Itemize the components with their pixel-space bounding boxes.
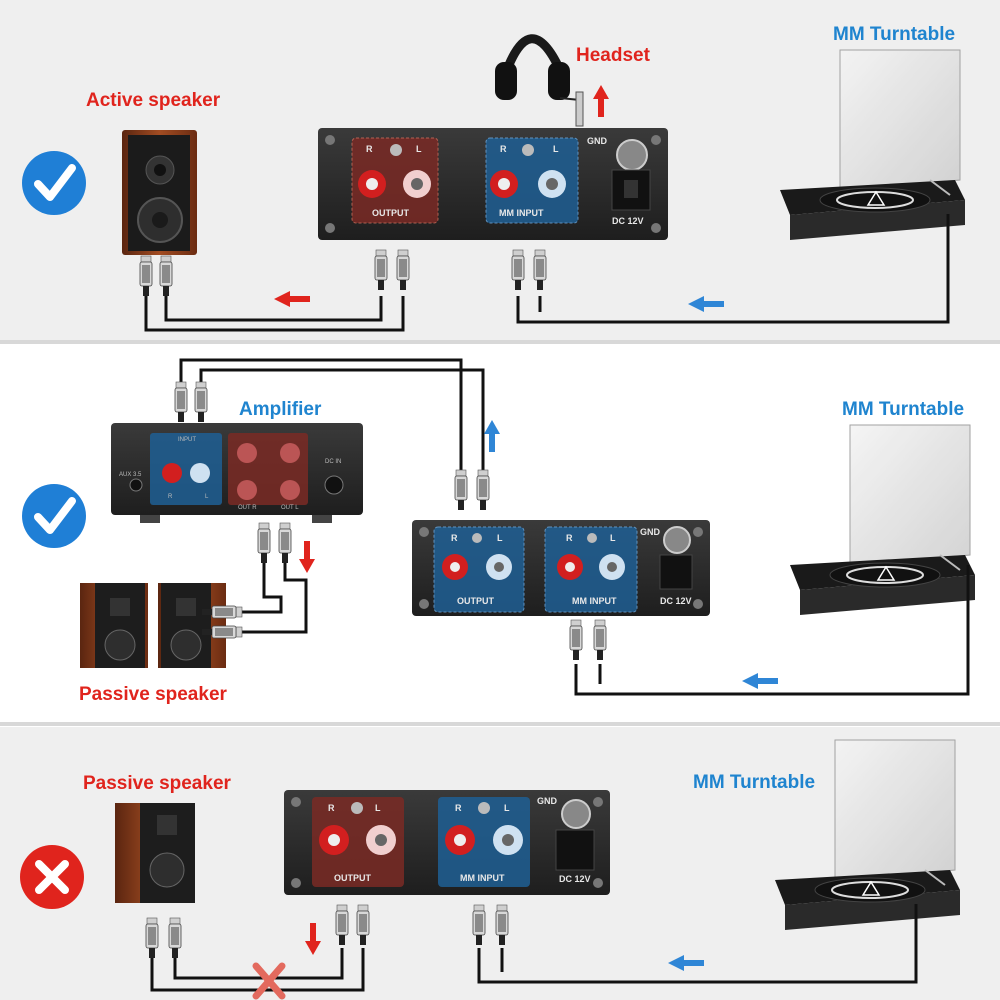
preamp-l-label: L [416, 144, 422, 154]
turntable-image [790, 425, 975, 615]
preamp-l-label: L [610, 533, 616, 543]
turntable-label: MM Turntable [833, 24, 955, 46]
active-speaker-label: Active speaker [86, 90, 220, 112]
turntable-label: MM Turntable [693, 772, 815, 794]
preamp-l-label: L [553, 144, 559, 154]
amp-l-label: L [205, 494, 208, 500]
headset-label: Headset [576, 45, 650, 67]
headphones-icon [495, 39, 583, 126]
arrow-left-icon [274, 291, 724, 312]
preamp-r-label: R [455, 803, 462, 813]
dc-label: DC 12V [559, 874, 591, 884]
arrow-down-icon [305, 923, 321, 955]
arrow-up-icon [484, 420, 500, 452]
mm-input-label: MM INPUT [499, 208, 544, 218]
preamp-l-label: L [375, 803, 381, 813]
active-speaker-image [122, 130, 197, 255]
preamp-l-label: L [497, 533, 503, 543]
mm-input-label: MM INPUT [460, 873, 505, 883]
turntable-image [780, 50, 965, 240]
amp-out-l-label: OUT L [281, 505, 299, 511]
amp-r-label: R [168, 494, 172, 500]
output-label: OUTPUT [457, 596, 494, 606]
mm-input-label: MM INPUT [572, 596, 617, 606]
passive-speaker-label: Passive speaker [79, 684, 227, 706]
preamp-l-label: L [504, 803, 510, 813]
passive-speaker-label: Passive speaker [83, 773, 231, 795]
dc-label: DC 12V [660, 596, 692, 606]
passive-speaker-image [115, 803, 195, 903]
amp-out-r-label: OUT R [238, 505, 257, 511]
cross-icon [20, 845, 84, 909]
check-icon [22, 151, 86, 215]
amp-input-label: INPUT [178, 437, 196, 443]
preamp-r-label: R [566, 533, 573, 543]
arrow-down-icon [299, 541, 315, 573]
rca-plug [146, 905, 508, 958]
gnd-label: GND [537, 796, 557, 806]
amplifier-image [111, 423, 363, 523]
check-icon [22, 484, 86, 548]
turntable-label: MM Turntable [842, 399, 964, 421]
gnd-label: GND [640, 527, 660, 537]
preamp-r-label: R [500, 144, 507, 154]
arrow-left-icon [742, 673, 778, 689]
gnd-label: GND [587, 136, 607, 146]
passive-speaker-image [80, 583, 226, 668]
dc-label: DC 12V [612, 216, 644, 226]
preamp-r-label: R [328, 803, 335, 813]
arrow-left-icon [668, 955, 704, 971]
rca-plug [140, 250, 546, 296]
amp-dc-in-label: DC IN [325, 459, 341, 465]
amplifier-label: Amplifier [239, 399, 321, 421]
preamp-r-label: R [451, 533, 458, 543]
preamp-r-label: R [366, 144, 373, 154]
output-label: OUTPUT [372, 208, 409, 218]
amp-aux-label: AUX 3.5 [119, 472, 141, 478]
output-label: OUTPUT [334, 873, 371, 883]
arrow-up-icon [593, 85, 609, 117]
turntable-image [775, 740, 960, 930]
